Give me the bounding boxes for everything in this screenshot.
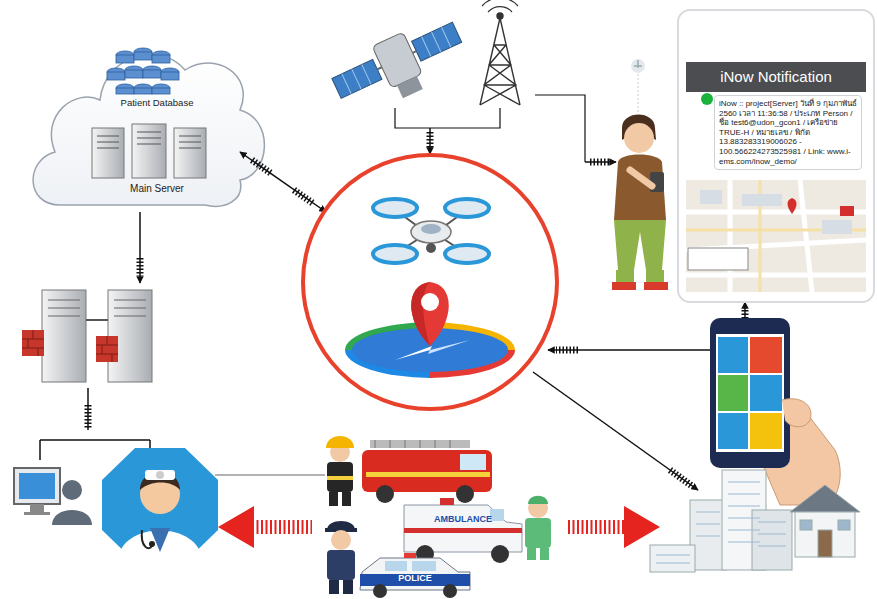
server-label: Main Server	[102, 183, 212, 195]
database-icon	[107, 48, 179, 94]
notification-panel: iNow NotificationiNow :: project[Server]…	[686, 62, 866, 180]
firefighter	[326, 436, 354, 506]
server-cloud: Patient DatabaseMain Server	[40, 95, 270, 205]
server-icons	[92, 124, 206, 178]
cell-tower	[480, 0, 520, 105]
police-officer	[325, 521, 357, 594]
computer-user	[14, 468, 92, 525]
buildings	[650, 470, 860, 572]
satellite	[327, 11, 473, 122]
doctor-icon	[102, 448, 218, 562]
vehicle-label: POLICE	[398, 574, 432, 583]
police-car	[360, 553, 470, 598]
drone-gps-circle	[303, 155, 557, 409]
firewall-servers	[22, 290, 152, 382]
vehicle-label: AMBULANCE	[434, 515, 492, 524]
server-label: Patient Database	[102, 97, 212, 108]
notification-phone	[678, 10, 874, 302]
notification-message: iNow :: project[Server] วันที่ 9 กุมภาพั…	[714, 95, 862, 170]
person-with-phone	[612, 59, 668, 290]
cloud	[33, 54, 264, 206]
medic	[525, 496, 551, 560]
ambulance	[404, 498, 522, 563]
panel-header: iNow Notification	[686, 62, 866, 92]
fire-truck	[362, 440, 492, 503]
